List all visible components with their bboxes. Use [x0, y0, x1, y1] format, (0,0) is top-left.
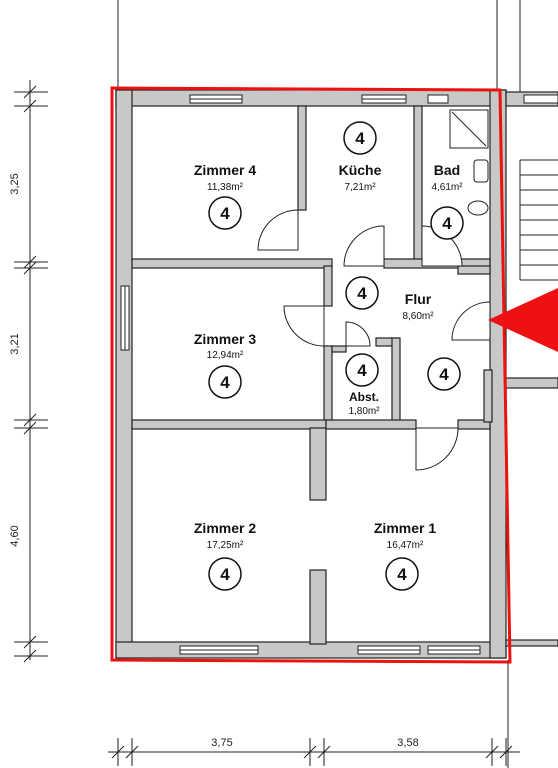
door-entrance — [451, 301, 491, 341]
room-badge — [343, 121, 377, 155]
room-area: 7,21m² — [344, 182, 376, 193]
room-area: 17,25m² — [207, 540, 244, 551]
room-badge-lower — [427, 357, 461, 391]
room-area: 4,61m² — [431, 182, 463, 193]
dimension-label: 3,25 — [9, 173, 21, 194]
room-area: 12,94m² — [207, 350, 244, 361]
room-badge — [208, 557, 242, 591]
room-badge-text: 4 — [355, 129, 365, 148]
room-badge — [385, 557, 419, 591]
room-abst: 4 Abst. 1,80m² — [345, 353, 380, 417]
room-name: Zimmer 3 — [194, 331, 256, 347]
dimension-label: 4,60 — [9, 525, 21, 546]
toilet — [467, 200, 489, 216]
room-flur: 4 Flur 8,60m² 4 — [345, 276, 461, 391]
dimension-label: 3,75 — [211, 737, 232, 749]
room-area: 16,47m² — [387, 540, 424, 551]
doors — [257, 209, 491, 471]
staircase — [519, 159, 558, 281]
room-badge-text: 4 — [397, 565, 407, 584]
room-name: Zimmer 4 — [194, 162, 256, 178]
dimension-label: 3,58 — [397, 737, 418, 749]
windows — [120, 94, 558, 655]
apartment-outline — [110, 86, 512, 664]
room-badge — [345, 353, 379, 387]
washbasin — [473, 159, 489, 183]
room-badge — [208, 196, 242, 230]
room-badge-text: 4 — [357, 361, 367, 380]
room-name: Zimmer 2 — [194, 520, 256, 536]
dimension-chain-bottom: 3,75 3,58 — [108, 737, 520, 766]
room-name: Flur — [405, 291, 432, 307]
room-zimmer2: Zimmer 2 17,25m² 4 — [194, 520, 256, 591]
room-zimmer1: Zimmer 1 16,47m² 4 — [374, 520, 436, 591]
door-zimmer1 — [415, 427, 459, 471]
room-badge-upper — [345, 276, 379, 310]
room-badge — [208, 365, 242, 399]
entrance-arrow-icon — [488, 288, 558, 352]
room-bad: Bad 4,61m² 4 — [430, 162, 464, 240]
dimension-label: 3,21 — [9, 333, 21, 354]
room-badge-text: 4 — [220, 565, 230, 584]
door-zimmer3 — [283, 305, 325, 347]
room-name: Zimmer 1 — [374, 520, 436, 536]
room-area: 11,38m² — [207, 182, 244, 193]
bathroom-fixtures — [449, 109, 489, 216]
room-area: 8,60m² — [402, 311, 434, 322]
room-name: Abst. — [349, 390, 379, 404]
room-badge-text: 4 — [439, 365, 449, 384]
room-badge-text: 4 — [357, 284, 367, 303]
room-name: Küche — [339, 162, 382, 178]
room-badge — [430, 206, 464, 240]
room-badge-text: 4 — [220, 204, 230, 223]
room-zimmer4: Zimmer 4 11,38m² 4 — [194, 162, 256, 230]
door-kueche — [343, 225, 385, 267]
door-zimmer4 — [257, 209, 299, 251]
room-badge-text: 4 — [442, 214, 452, 233]
room-area: 1,80m² — [348, 406, 380, 417]
room-zimmer3: Zimmer 3 12,94m² 4 — [194, 331, 256, 399]
dimension-chain-left: 3,25 3,21 4,60 — [9, 80, 48, 663]
room-name: Bad — [434, 162, 460, 178]
door-abst — [345, 321, 371, 347]
room-badge-text: 4 — [220, 373, 230, 392]
room-kueche: 4 Küche 7,21m² — [339, 121, 382, 193]
